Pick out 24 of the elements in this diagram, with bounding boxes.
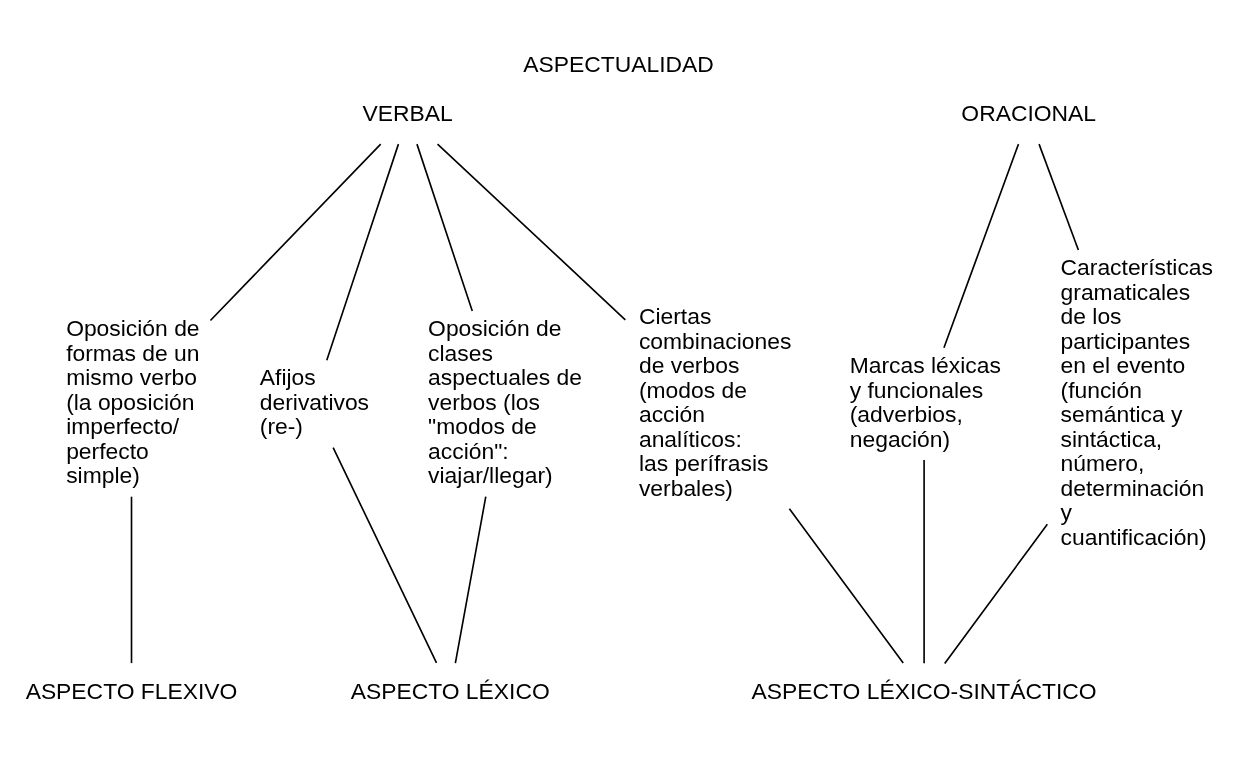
node-text: ASPECTO LÉXICO [350,678,550,705]
connector [209,143,382,322]
connector [1038,143,1080,251]
node-text: ASPECTO FLEXIVO [25,678,238,705]
connector [923,459,925,665]
node-text: Oposición de clases aspectuales de verbos (los "modos de acción": viajar/llegar) [428,315,582,489]
connector [332,446,438,664]
diagram-title: ASPECTUALIDAD [523,51,714,78]
node-text: Afijos derivativos (re-) [259,364,370,440]
node-text: ASPECTO LÉXICO-SINTÁCTICO [751,678,1097,705]
node-text: ORACIONAL [961,99,1097,126]
connector [436,143,627,321]
node-text: Características gramaticales de los participantes en el evento (función semántica y sintáctica, número, determinación y cuantificación) [1060,254,1213,550]
connector [943,523,1049,665]
connector [130,495,133,664]
connector [788,507,905,664]
node-text: VERBAL [362,99,453,126]
connector [943,143,1020,349]
node-text: Oposición de formas de un mismo verbo (la oposición imperfecto/ perfecto simple) [66,315,200,489]
node-text: Marcas léxicas y funcionales (adverbios, negación) [849,352,1001,452]
connector [325,143,400,362]
node-text: Ciertas combinaciones de verbos (modos de acción analíticos: las perífrasis verbales) [638,303,792,501]
connector [454,495,487,664]
connector [416,143,474,312]
